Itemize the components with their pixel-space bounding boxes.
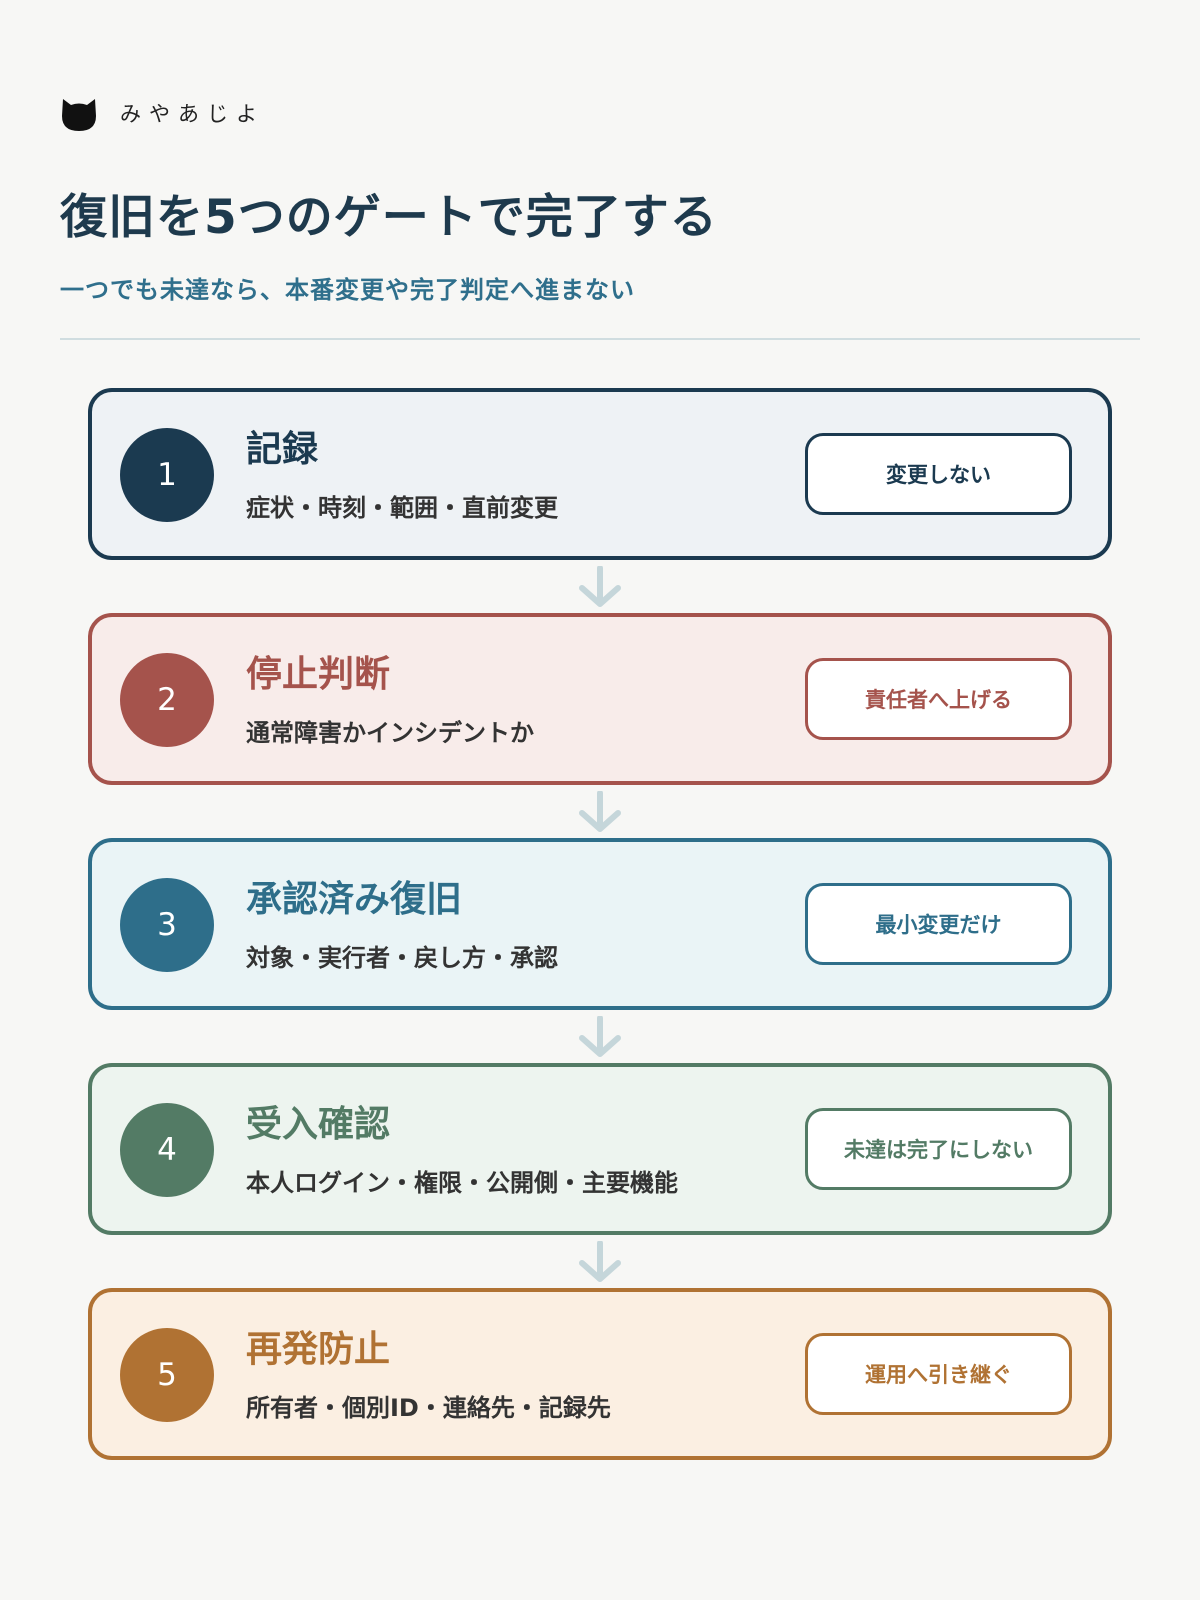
step-description: 本人ログイン・権限・公開側・主要機能 bbox=[246, 1169, 678, 1197]
step-number: 1 bbox=[120, 428, 214, 522]
step-card: 2 停止判断通常障害かインシデントか 責任者へ上げる bbox=[88, 613, 1112, 785]
page-title: 復旧を5つのゲートで完了する bbox=[60, 190, 718, 245]
step-action-badge: 責任者へ上げる bbox=[805, 658, 1072, 740]
step-card: 4 受入確認本人ログイン・権限・公開側・主要機能 未達は完了にしない bbox=[88, 1063, 1112, 1235]
step-number: 5 bbox=[120, 1328, 214, 1422]
brand-name: みやあじよ bbox=[120, 102, 265, 126]
step-title: 承認済み復旧 bbox=[246, 879, 463, 920]
step-title: 停止判断 bbox=[246, 654, 391, 695]
arrow-down-icon bbox=[579, 1241, 621, 1282]
step-action-badge: 変更しない bbox=[805, 433, 1072, 515]
step-connector bbox=[88, 1235, 1112, 1288]
step-title: 受入確認 bbox=[246, 1104, 391, 1145]
step-list: 1 記録症状・時刻・範囲・直前変更 変更しない 2 停止判断通常障害かインシデントか 責任… bbox=[88, 388, 1112, 1460]
step-connector bbox=[88, 785, 1112, 838]
divider bbox=[60, 338, 1140, 340]
step-card: 1 記録症状・時刻・範囲・直前変更 変更しない bbox=[88, 388, 1112, 560]
step-title: 記録 bbox=[246, 429, 319, 470]
step-action-badge: 未達は完了にしない bbox=[805, 1108, 1072, 1190]
step-description: 症状・時刻・範囲・直前変更 bbox=[246, 494, 558, 522]
step-title: 再発防止 bbox=[246, 1329, 391, 1370]
brand: みやあじよ bbox=[60, 94, 265, 132]
step-number: 3 bbox=[120, 878, 214, 972]
step-description: 通常障害かインシデントか bbox=[246, 719, 534, 747]
arrow-down-icon bbox=[579, 791, 621, 832]
step-card: 3 承認済み復旧対象・実行者・戻し方・承認 最小変更だけ bbox=[88, 838, 1112, 1010]
step-action-badge: 運用へ引き継ぐ bbox=[805, 1333, 1072, 1415]
step-connector bbox=[88, 560, 1112, 613]
step-description: 所有者・個別ID・連絡先・記録先 bbox=[246, 1394, 611, 1422]
cat-icon bbox=[62, 99, 96, 131]
step-action-badge: 最小変更だけ bbox=[805, 883, 1072, 965]
arrow-down-icon bbox=[579, 566, 621, 607]
step-description: 対象・実行者・戻し方・承認 bbox=[246, 944, 558, 972]
page-subtitle: 一つでも未達なら、本番変更や完了判定へ進まない bbox=[60, 276, 635, 304]
step-connector bbox=[88, 1010, 1112, 1063]
step-number: 4 bbox=[120, 1103, 214, 1197]
step-number: 2 bbox=[120, 653, 214, 747]
arrow-down-icon bbox=[579, 1016, 621, 1057]
step-card: 5 再発防止所有者・個別ID・連絡先・記録先 運用へ引き継ぐ bbox=[88, 1288, 1112, 1460]
